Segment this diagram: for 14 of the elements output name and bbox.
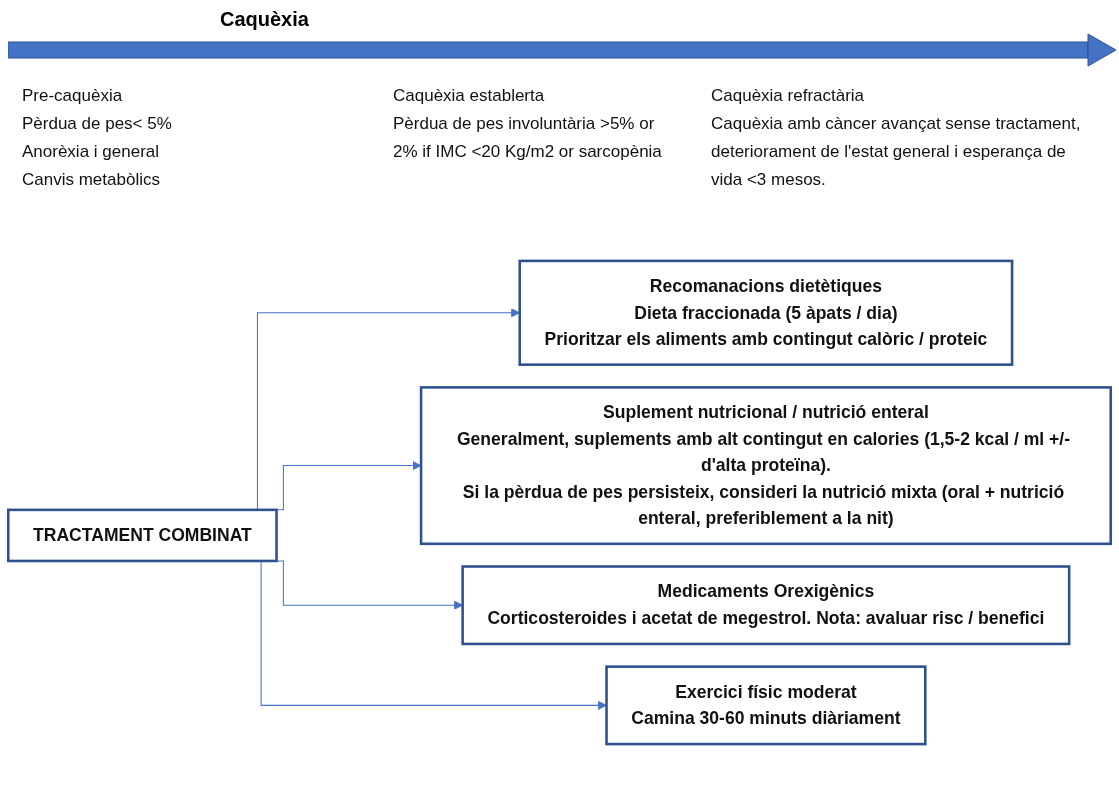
timeline-title: Caquèxia bbox=[220, 8, 309, 31]
node-box: Recomanacions dietètiques Dieta fraccionada (5 àpats / dia) Prioritzar els aliments amb contingut calòric / proteic bbox=[518, 259, 1014, 366]
stage-description: Canvis metabòlics bbox=[22, 169, 161, 191]
node-box: TRACTAMENT COMBINAT bbox=[6, 508, 278, 563]
node-box: Exercici físic moderat Camina 30-60 minuts diàriament bbox=[605, 665, 927, 746]
node-box: Suplement nutricional / nutrició enteral Generalment, suplements amb alt contingut en calories (1,5-2 kcal / ml +/- d'alta proteïna). Si la pèrdua de pes persisteix, consideri la nutrició mixta (oral + nutrició enteral, preferiblement a la nit) bbox=[419, 386, 1113, 546]
stage-description: Pèrdua de pes involuntària >5% or 2% if IMC <20 Kg/m2 or sarcopènia bbox=[393, 113, 663, 163]
stage-description: Caquèxia establerta bbox=[393, 85, 546, 107]
node-box: Medicaments Orexigènics Corticosteroides i acetat de megestrol. Nota: avaluar risc / benefici bbox=[461, 565, 1071, 646]
stage-description: Anorèxia i general bbox=[22, 141, 161, 163]
stage-description: Caquèxia amb càncer avançat sense tractament, deteriorament de l'estat general i esperança de vida <3 mesos. bbox=[711, 113, 1082, 191]
stage-description: Caquèxia refractària bbox=[711, 85, 866, 107]
stage-description: Pre-caquèxia bbox=[22, 85, 124, 107]
stage-description: Pèrdua de pes< 5% bbox=[22, 113, 173, 135]
